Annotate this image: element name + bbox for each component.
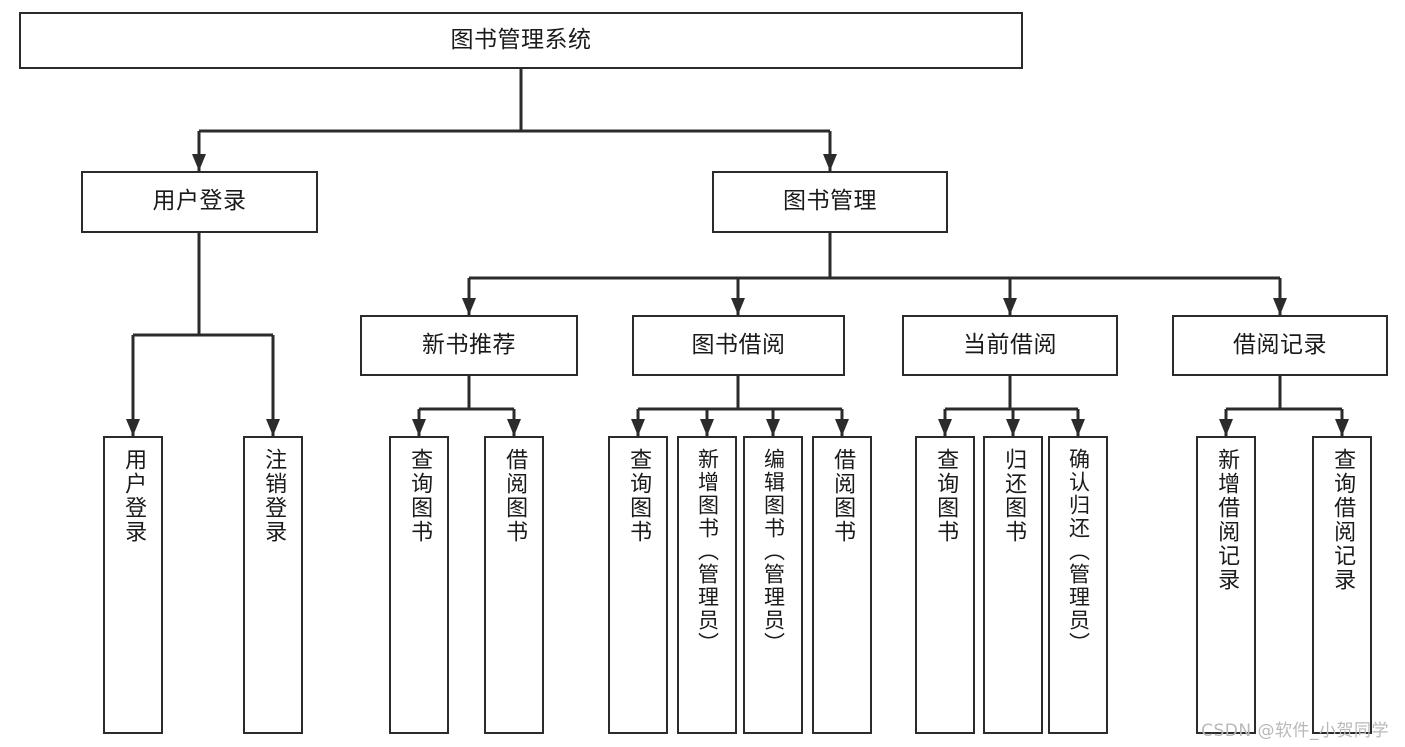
arrowhead xyxy=(507,419,521,436)
node-label: 查询借阅记录 xyxy=(1330,448,1356,592)
arrowhead xyxy=(823,154,837,171)
node-user-login[interactable]: 用户登录 xyxy=(81,171,318,233)
arrowhead xyxy=(1219,419,1233,436)
arrowhead xyxy=(766,419,780,436)
arrowhead xyxy=(938,419,952,436)
node-label: 图书管理 xyxy=(783,188,877,215)
node-label: 注销登录 xyxy=(261,448,287,544)
arrowhead xyxy=(1071,419,1085,436)
arrowhead xyxy=(462,298,476,315)
arrowhead xyxy=(126,419,140,436)
node-current-borrow[interactable]: 当前借阅 xyxy=(902,315,1118,376)
node-label: 图书管理系统 xyxy=(450,26,592,53)
node-label: 图书借阅 xyxy=(691,331,786,358)
node-leaf-borrow-book-2[interactable]: 借阅图书 xyxy=(812,436,872,734)
arrowhead xyxy=(412,419,426,436)
watermark-text: CSDN @软件_小贺同学 xyxy=(1201,721,1389,741)
node-leaf-query-book-1[interactable]: 查询图书 xyxy=(389,436,449,734)
node-book-borrow[interactable]: 图书借阅 xyxy=(632,315,845,376)
arrowhead xyxy=(700,419,714,436)
node-label: 新增借阅记录 xyxy=(1214,448,1240,592)
node-leaf-return-book[interactable]: 归还图书 xyxy=(983,436,1043,734)
node-label: 借阅图书 xyxy=(830,448,856,544)
node-leaf-borrow-book-1[interactable]: 借阅图书 xyxy=(484,436,544,734)
node-label: 编辑图书（管理员） xyxy=(761,448,786,655)
node-label: 查询图书 xyxy=(407,448,433,544)
arrowhead xyxy=(631,419,645,436)
node-label: 用户登录 xyxy=(121,448,147,544)
arrowhead xyxy=(266,419,280,436)
node-label: 查询图书 xyxy=(933,448,959,544)
arrowhead xyxy=(1273,298,1287,315)
node-label: 查询图书 xyxy=(626,448,652,544)
node-leaf-edit-book[interactable]: 编辑图书（管理员） xyxy=(743,436,803,734)
arrowhead xyxy=(192,154,206,171)
arrowhead xyxy=(1335,419,1349,436)
arrowhead xyxy=(731,298,745,315)
arrowhead xyxy=(835,419,849,436)
node-leaf-query-book-3[interactable]: 查询图书 xyxy=(915,436,975,734)
node-leaf-confirm-return[interactable]: 确认归还（管理员） xyxy=(1048,436,1108,734)
node-leaf-add-book[interactable]: 新增图书（管理员） xyxy=(677,436,737,734)
node-label: 确认归还（管理员） xyxy=(1066,448,1091,655)
arrowhead xyxy=(1003,298,1017,315)
node-leaf-add-record[interactable]: 新增借阅记录 xyxy=(1196,436,1256,734)
node-label: 借阅图书 xyxy=(502,448,528,544)
node-root[interactable]: 图书管理系统 xyxy=(19,12,1023,69)
node-label: 用户登录 xyxy=(152,188,247,215)
node-label: 归还图书 xyxy=(1001,448,1027,544)
node-label: 新增图书（管理员） xyxy=(695,448,720,655)
node-label: 新书推荐 xyxy=(422,331,516,358)
node-book-manage[interactable]: 图书管理 xyxy=(712,171,948,233)
node-label: 当前借阅 xyxy=(963,331,1057,358)
node-borrow-record[interactable]: 借阅记录 xyxy=(1172,315,1388,376)
node-new-book-rec[interactable]: 新书推荐 xyxy=(360,315,578,376)
arrowhead xyxy=(1006,419,1020,436)
node-label: 借阅记录 xyxy=(1233,331,1327,358)
node-leaf-query-record[interactable]: 查询借阅记录 xyxy=(1312,436,1372,734)
node-leaf-query-book-2[interactable]: 查询图书 xyxy=(608,436,668,734)
node-leaf-logout[interactable]: 注销登录 xyxy=(243,436,303,734)
node-leaf-user-login[interactable]: 用户登录 xyxy=(103,436,163,734)
